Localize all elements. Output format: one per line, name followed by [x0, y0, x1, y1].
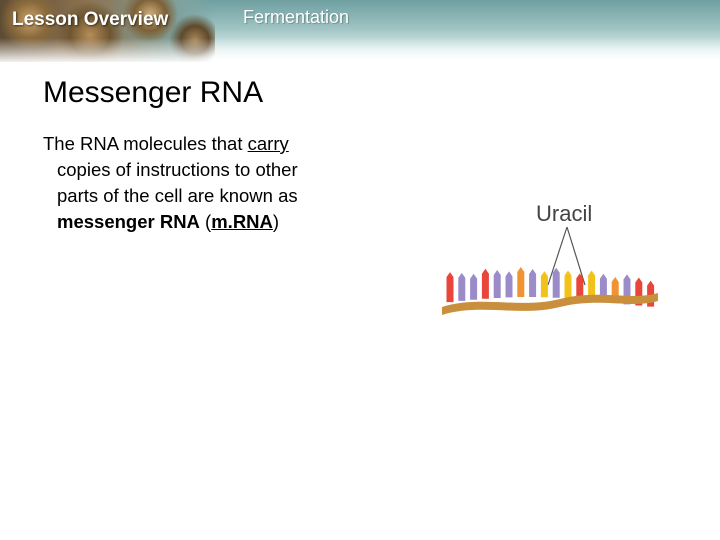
paren-open: ( [199, 211, 212, 232]
nucleotide-base [493, 269, 501, 298]
banner-fade [0, 38, 720, 64]
topic-title: Fermentation [243, 7, 350, 27]
rna-strand-illustration [442, 226, 658, 315]
rna-backbone [442, 293, 658, 315]
body-text-intro: The RNA molecules that [43, 133, 248, 154]
nucleotide-base [446, 272, 454, 303]
body-line-4: messenger RNA (m.RNA) [43, 209, 373, 235]
term-mrna-abbr: m.RNA [211, 211, 273, 232]
body-line-2: copies of instructions to other [57, 159, 298, 180]
uracil-label: Uracil [536, 201, 593, 226]
nucleotide-base [588, 270, 596, 301]
body-line-3: parts of the cell are known as [57, 185, 298, 206]
nucleotide-base [599, 273, 607, 302]
nucleotide-base [540, 271, 548, 298]
nucleotide-base [505, 271, 513, 298]
body-line-1: The RNA molecules that carry [43, 131, 373, 157]
nucleotide-base [564, 270, 572, 299]
term-messenger-rna: messenger RNA [57, 211, 200, 232]
rna-strand-figure: Uracil [430, 195, 670, 330]
header-banner: Lesson Overview Fermentation [0, 0, 720, 64]
nucleotide-base [517, 267, 525, 298]
nucleotide-base [481, 268, 489, 299]
underlined-carry: carry [247, 133, 289, 154]
pointer-line-right [566, 226, 586, 286]
nucleotide-base [552, 267, 560, 298]
paren-close: ) [272, 211, 280, 232]
nucleotide-base [576, 273, 584, 300]
nucleotide-base [458, 272, 466, 301]
lesson-overview-label: Lesson Overview [12, 9, 169, 30]
body-paragraph: The RNA molecules that carry copies of i… [43, 131, 373, 235]
nucleotide-base [470, 273, 478, 300]
nucleotide-base [529, 269, 537, 298]
pointer-line-left [547, 226, 568, 286]
slide-title: Messenger RNA [43, 76, 264, 109]
